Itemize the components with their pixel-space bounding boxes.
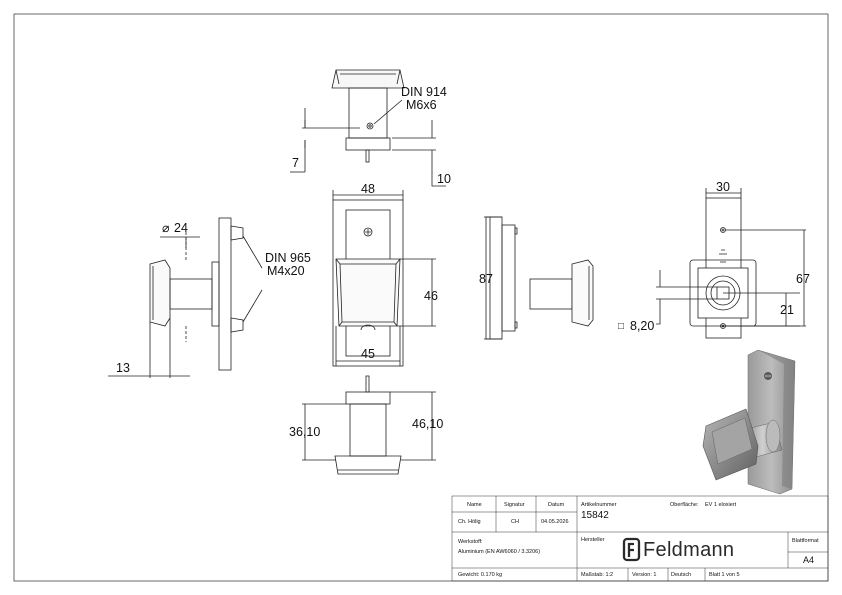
tb-value-date: 04.05.2026 [541,519,569,525]
dim-top-7: 7 [292,156,299,170]
tb-value-name: Ch. Hölig [458,519,481,525]
front-view [332,199,404,367]
tb-value-weight: Gewicht: 0.170 kg [458,572,503,578]
dim-side-screw-m4x20: M4x20 [267,264,305,278]
square-symbol-icon: □ [618,321,625,332]
dim-diameter-24: 24 [174,221,188,235]
tb-header-name: Name [467,502,482,508]
tb-value-sheet-format: A4 [803,555,815,565]
left-side-view [149,217,244,371]
right-side-view [485,216,594,340]
feldmann-brand-name: Feldmann [643,539,735,561]
dim-side-din-965: DIN 965 [265,251,311,265]
dim-depth-13: 13 [116,361,130,375]
tb-value-version: Version: 1 [632,572,657,578]
isometric-render [702,349,796,495]
back-view [689,197,757,339]
dim-height-46-10: 46,10 [412,417,444,431]
tb-value-surface: EV 1 eloxiert [705,502,737,508]
dim-diameter-symbol-icon: ⌀ [162,221,170,235]
feldmann-logo-icon [622,537,641,562]
dim-height-46: 46 [424,289,438,303]
tb-header-date: Datum [548,502,565,508]
tb-value-article-number: 15842 [581,510,609,521]
dim-top-din-914: DIN 914 [401,85,447,99]
tb-value-scale: Maßstab: 1:2 [581,572,614,578]
tb-header-material: Werkstoff: [458,539,483,545]
dim-width-30: 30 [716,180,730,194]
dim-offset-21: 21 [780,303,794,317]
bottom-view [334,375,402,475]
title-block [451,495,829,582]
top-view [331,69,405,163]
tb-value-language: Deutsch [671,572,692,578]
dim-width-48: 48 [361,182,375,196]
dim-width-45: 45 [361,347,375,361]
sheet-border [13,13,829,582]
tb-value-signature: CH [511,519,519,525]
tb-header-article-number: Artikelnummer [581,502,617,508]
tb-header-signature: Signatur [504,502,525,508]
dim-top-screw-m6x6: M6x6 [406,98,437,112]
tb-header-surface: Oberfläche: [670,502,699,508]
tb-value-sheet-number: Blatt 1 von 5 [709,572,740,578]
dim-top-10: 10 [437,172,451,186]
dim-height-87: 87 [479,272,493,286]
dim-square-8-20: 8,20 [630,319,655,333]
tb-value-material: Aluminium (EN AW6060 / 3.3206) [458,549,541,555]
dim-height-36-10: 36,10 [289,425,321,439]
tb-header-manufacturer: Hersteller [581,537,605,543]
dim-height-67: 67 [796,272,810,286]
tb-header-sheet-format: Blattformat [792,538,819,544]
